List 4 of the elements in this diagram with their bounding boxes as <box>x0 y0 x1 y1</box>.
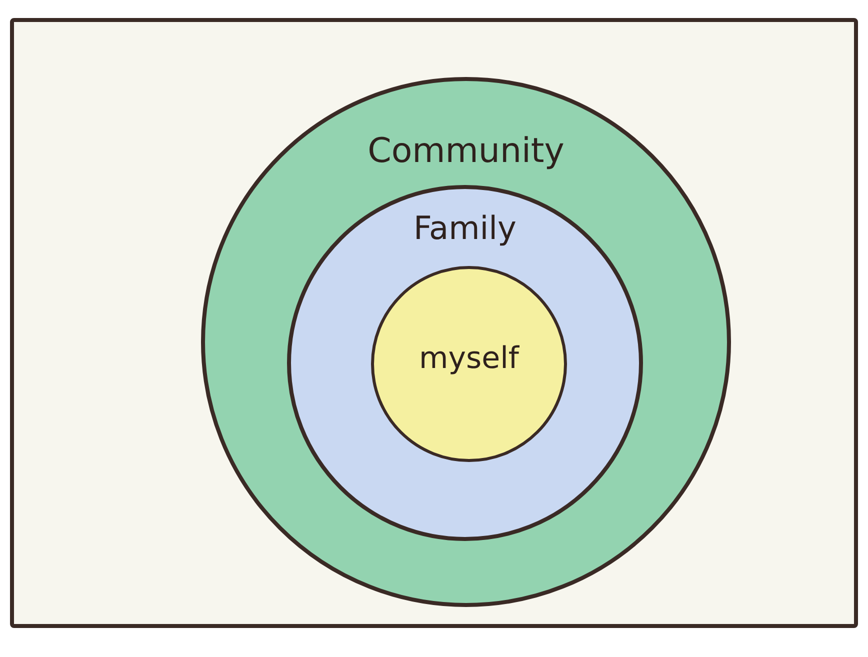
ring-label: Family <box>414 209 516 247</box>
ring-label: Community <box>368 131 564 171</box>
ring-label: myself <box>419 341 519 376</box>
frame-border <box>10 18 858 628</box>
